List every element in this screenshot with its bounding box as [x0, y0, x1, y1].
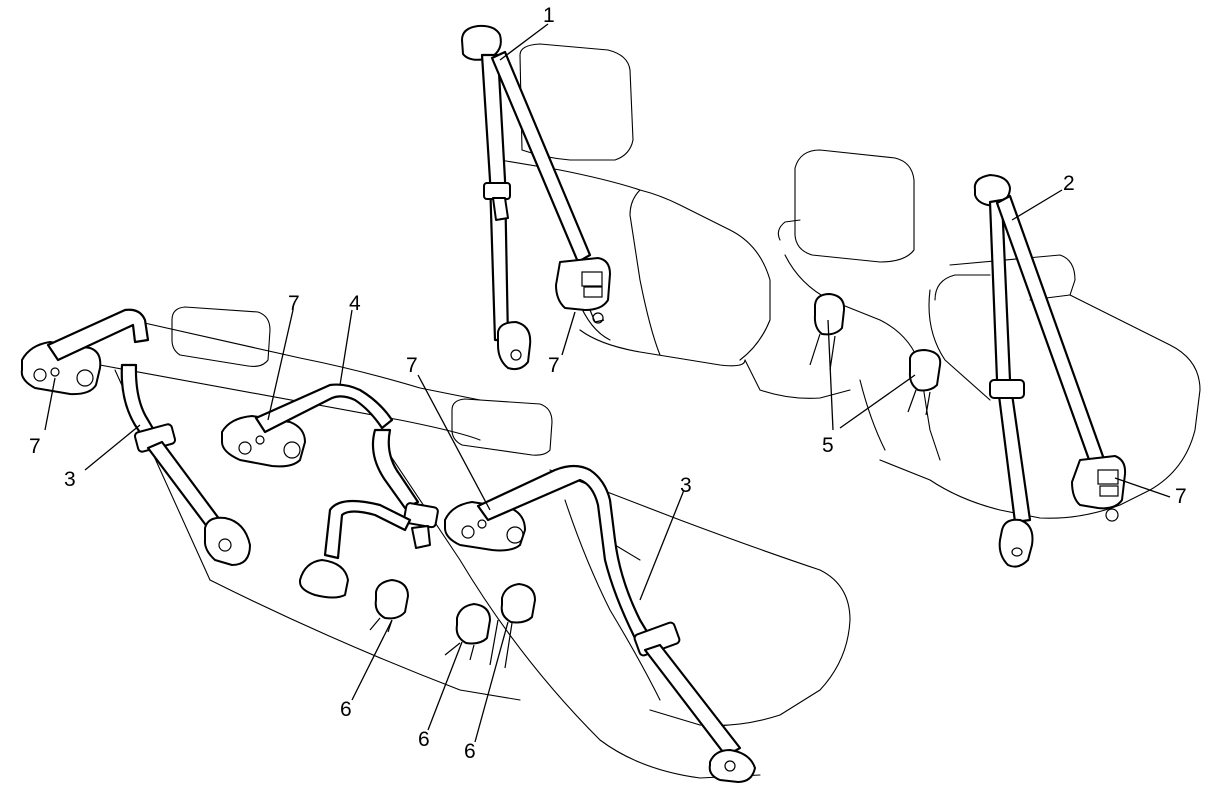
lower-anchor-1 [497, 321, 532, 371]
callout-7-rear-right: 7 [406, 354, 418, 377]
callout-7-rear-center: 7 [288, 292, 300, 315]
callout-6-right: 6 [464, 740, 476, 763]
callout-7-front-left: 7 [548, 354, 560, 377]
upper-anchor-1 [461, 24, 502, 61]
rear-right-seatbelt [444, 464, 756, 783]
rear-center-seatbelt [221, 383, 439, 599]
rear-right-lower-anchor [708, 749, 756, 783]
callout-labels: 1 2 3 3 4 5 6 6 6 7 7 7 7 7 [29, 4, 1187, 763]
callout-6-middle: 6 [418, 728, 430, 751]
lower-anchor-2 [998, 518, 1034, 568]
height-adjuster-2 [989, 379, 1025, 399]
rear-left-seatbelt [20, 308, 251, 566]
callout-7-front-right: 7 [1175, 485, 1187, 508]
callout-2: 2 [1063, 172, 1075, 195]
callout-4: 4 [349, 292, 361, 315]
front-right-seatbelt [973, 174, 1127, 568]
height-adjuster [483, 182, 511, 200]
leader-lines [44, 23, 1171, 743]
front-buckles [809, 293, 942, 416]
front-left-seat [492, 43, 851, 399]
callout-5: 5 [822, 434, 834, 457]
front-left-seatbelt [461, 24, 611, 371]
upper-anchor-2 [973, 174, 1011, 207]
front-right-seat [777, 149, 1201, 519]
rear-center-lower-anchor [299, 559, 349, 599]
rear-seat [44, 306, 851, 779]
callout-3-left: 3 [64, 468, 76, 491]
callout-6-left: 6 [340, 698, 352, 721]
callout-1: 1 [543, 4, 555, 27]
rear-buckles [369, 579, 536, 669]
rear-left-lower-anchor [203, 516, 251, 566]
callout-7-rear-left: 7 [29, 435, 41, 458]
callout-3-right: 3 [680, 474, 692, 497]
